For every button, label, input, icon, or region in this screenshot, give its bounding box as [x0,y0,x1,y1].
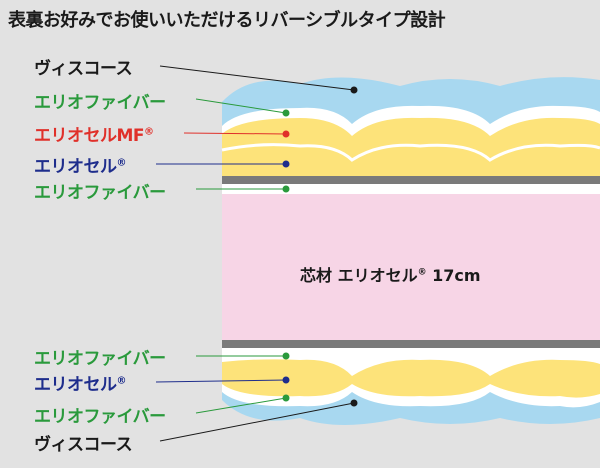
label-top-fiber-2: エリオファイバー [34,183,166,203]
leader-top-fiber-1 [195,98,287,114]
label-top-viscose: ヴィスコース [34,59,133,79]
bottom-cell-layer [222,359,600,398]
leader-bottom-fiber-2 [195,397,287,414]
label-bottom-cell: エリオセル® [34,375,127,395]
registered-mark: ® [116,157,127,169]
leader-top-cell-mf [183,132,287,135]
dot-top-cell-mf [282,130,290,138]
label-bottom-fiber-1: エリオファイバー [34,349,166,369]
dot-bottom-viscose [350,399,358,407]
top-cell-divider [221,143,600,162]
core-label: 芯材 エリオセル® 17cm [300,266,481,285]
dot-bottom-cell [282,376,290,384]
dot-bottom-fiber-2 [282,394,290,402]
label-bottom-viscose: ヴィスコース [34,435,133,455]
diagram-heading: 表裏お好みでお使いいただけるリバーシブルタイプ設計 [8,10,446,31]
label-top-cell: エリオセル® [34,157,127,177]
dot-top-cell [282,160,290,168]
leader-top-viscose [159,65,355,91]
core-layer [222,194,600,340]
registered-mark: ® [144,126,154,138]
dot-top-fiber-1 [282,109,290,117]
registered-mark: ® [417,267,427,278]
label-top-fiber-1: エリオファイバー [34,93,166,113]
label-top-cell-mf: エリオセルMF® [34,126,154,146]
leader-bottom-viscose [159,402,355,442]
top-fiber-2-layer [222,184,600,194]
dot-top-fiber-2 [282,185,290,193]
label-bottom-fiber-2: エリオファイバー [34,407,166,427]
top-cell-mf-layer [222,117,600,180]
bottom-gray-band [222,340,600,348]
dot-bottom-fiber-1 [282,352,290,360]
top-gray-band [222,176,600,184]
leader-bottom-cell [155,379,287,383]
dot-top-viscose [350,86,358,94]
registered-mark: ® [116,375,127,387]
